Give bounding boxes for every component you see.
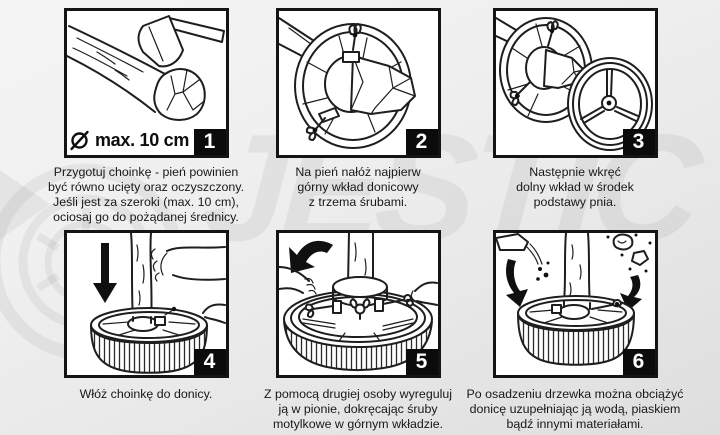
step-number-badge: 4: [193, 349, 226, 375]
arrow-down-icon: [92, 243, 117, 303]
step-caption: Na pień nałóż najpierw górny wkład donic…: [295, 165, 421, 209]
watering-spout: [495, 233, 529, 251]
step-4: 4 Włóż choinkę do donicy.: [34, 230, 258, 402]
lower-insert-illustration: [495, 17, 653, 151]
step-caption: Następnie wkręć dolny wkład w środek pod…: [516, 165, 634, 209]
step-caption: Po osadzeniu drzewka można obciążyć doni…: [466, 387, 684, 431]
insert-tree-illustration: [89, 233, 226, 374]
step-2-frame: 2: [275, 8, 441, 158]
step-6-frame: 6: [492, 230, 658, 378]
step-caption: Z pomocą drugiej osoby wyreguluj ją w pi…: [263, 387, 453, 431]
step-number-badge: 2: [405, 129, 438, 155]
step-5-frame: 5: [275, 230, 441, 378]
arrow-rotate-icon: [288, 240, 333, 273]
diameter-label: max. 10 cm: [94, 129, 190, 150]
step-1: max. 10 cm 1 Przygotuj choinkę - pień po…: [34, 8, 258, 225]
step-number-badge: 5: [405, 349, 438, 375]
step-number-badge: 3: [622, 129, 655, 155]
step-6: 6 Po osadzeniu drzewka można obciążyć do…: [463, 230, 687, 432]
diameter-icon: [70, 130, 89, 151]
step-3: 3 Następnie wkręć dolny wkład w środek p…: [463, 8, 687, 210]
tighten-screws-illustration: [278, 233, 438, 371]
arrow-down-left-icon: [505, 259, 528, 307]
step-caption: Włóż choinkę do donicy.: [79, 387, 213, 401]
step-4-frame: 4: [63, 230, 229, 378]
step-5: 5 Z pomocą drugiej osoby wyreguluj ją w …: [246, 230, 470, 432]
step-3-frame: 3: [492, 8, 658, 158]
step-1-frame: max. 10 cm 1: [63, 8, 229, 158]
step-2: 2 Na pień nałóż najpierw górny wkład don…: [246, 8, 470, 210]
step-number-badge: 6: [622, 349, 655, 375]
axe-trimming-trunk-illustration: [66, 15, 225, 121]
step-number-badge: 1: [193, 129, 226, 155]
step-caption: Przygotuj choinkę - pień powinien być ró…: [47, 165, 245, 224]
diameter-note: max. 10 cm: [67, 129, 192, 151]
upper-insert-illustration: [278, 17, 416, 149]
arrow-down-right-icon: [619, 275, 642, 311]
fill-pot-illustration: [495, 233, 651, 366]
